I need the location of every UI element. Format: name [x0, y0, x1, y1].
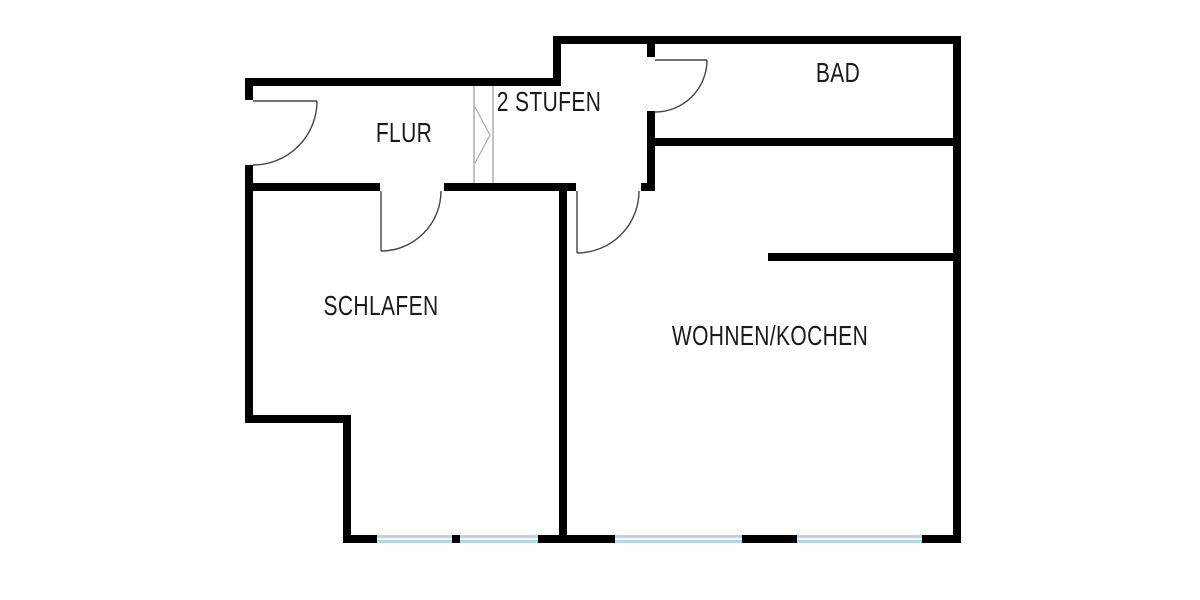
bottom-wall-segment-a [343, 535, 377, 543]
step-direction-chevron-icon [474, 106, 491, 164]
bad-bottom-wall [647, 138, 961, 146]
kitchen-partition-wall [768, 253, 961, 261]
left-wall-below-entrance-door [245, 165, 253, 191]
schlafen-window-2 [460, 535, 538, 543]
wohnen-window-2 [797, 535, 922, 543]
left-wall-above-entrance-door [245, 78, 253, 100]
bad-left-wall-below-door [647, 111, 655, 191]
room-label-wohnen-kochen: WOHNEN/KOCHEN [671, 320, 869, 351]
schlafen-left-wall [245, 191, 253, 423]
bad-left-wall-above-door [647, 36, 655, 57]
schlafen-wohnen-divider-wall [559, 191, 567, 543]
flur-top-wall [245, 78, 561, 86]
top-exterior-wall [553, 36, 961, 44]
room-label-bad: BAD [815, 57, 861, 88]
room-label-stufen: 2 STUFEN [496, 86, 602, 117]
entrance-door-swing-icon [252, 100, 318, 166]
bottom-wall-segment-b [538, 535, 615, 543]
right-exterior-wall [953, 36, 961, 543]
wohnen-window-1 [615, 535, 742, 543]
schlafen-window-1 [377, 535, 452, 543]
schlafen-door-swing-icon [380, 190, 442, 252]
room-label-schlafen: SCHLAFEN [323, 290, 439, 321]
hall-bottom-wall-left-segment [245, 183, 380, 191]
step-area-connector-wall [553, 36, 561, 86]
bad-door-swing-icon [654, 59, 708, 113]
bottom-wall-segment-c [742, 535, 797, 543]
bottom-wall-segment-d [922, 535, 961, 543]
hall-bottom-wall-middle-segment [444, 183, 576, 191]
window-mullion [452, 535, 460, 543]
room-label-flur: FLUR [375, 117, 433, 148]
schlafen-jog-horizontal-wall [245, 415, 351, 423]
schlafen-jog-vertical-wall [343, 415, 351, 543]
wohnen-door-swing-icon [576, 190, 640, 254]
